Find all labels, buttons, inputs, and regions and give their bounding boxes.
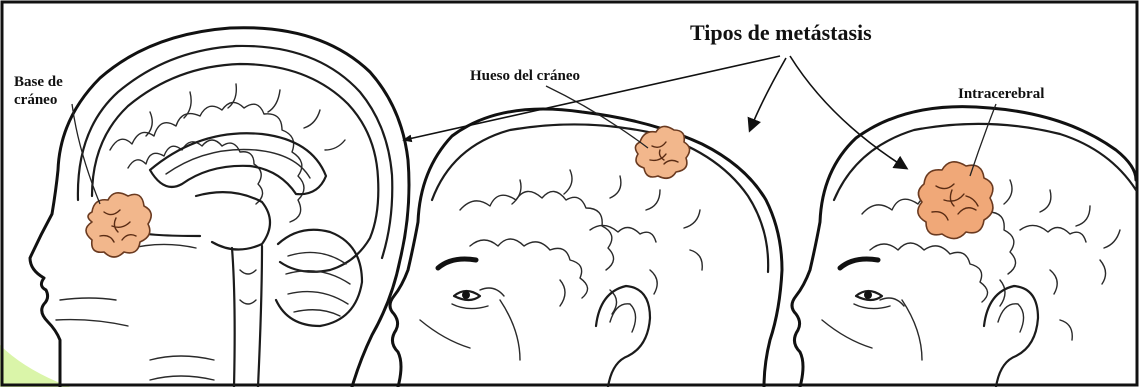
label-skull-base-line1: Base de: [14, 74, 63, 90]
label-intracerebral: Intracerebral: [958, 86, 1044, 102]
diagram-title: Tipos de metástasis: [690, 20, 872, 45]
label-skull-base-line2: cráneo: [14, 92, 57, 108]
tumor-intracerebral: [918, 162, 993, 239]
label-skull-bone: Hueso del cráneo: [470, 68, 580, 84]
